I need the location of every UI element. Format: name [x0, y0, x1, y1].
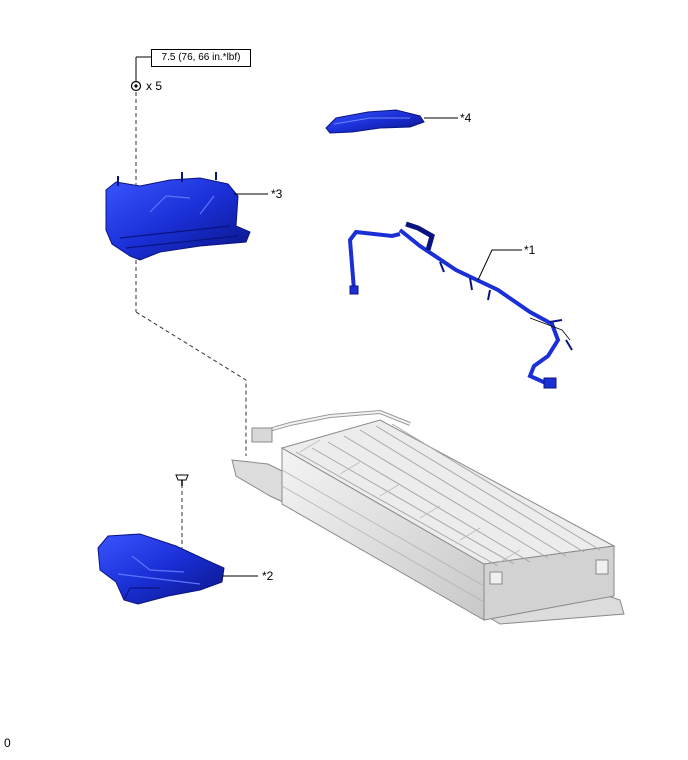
- clip-icon: [175, 474, 189, 486]
- callout-part-1: *1: [524, 243, 536, 257]
- part-1-wire-harness: [347, 221, 573, 389]
- assembly-guide-lines: [135, 92, 247, 548]
- bolt-icon: [130, 80, 142, 92]
- figure-code: 0: [4, 736, 11, 750]
- callout-part-3: *3: [271, 187, 283, 201]
- part-4-cover: [325, 109, 425, 134]
- callout-part-2: *2: [262, 569, 274, 583]
- part-2-duct: [97, 533, 225, 605]
- bolt-quantity-label: x 5: [146, 79, 163, 93]
- torque-spec-box: 7.5 (76, 66 in.*lbf): [151, 49, 251, 67]
- callout-part-4: *4: [460, 111, 472, 125]
- part-3-duct: [105, 172, 251, 261]
- battery-assembly: [231, 409, 625, 625]
